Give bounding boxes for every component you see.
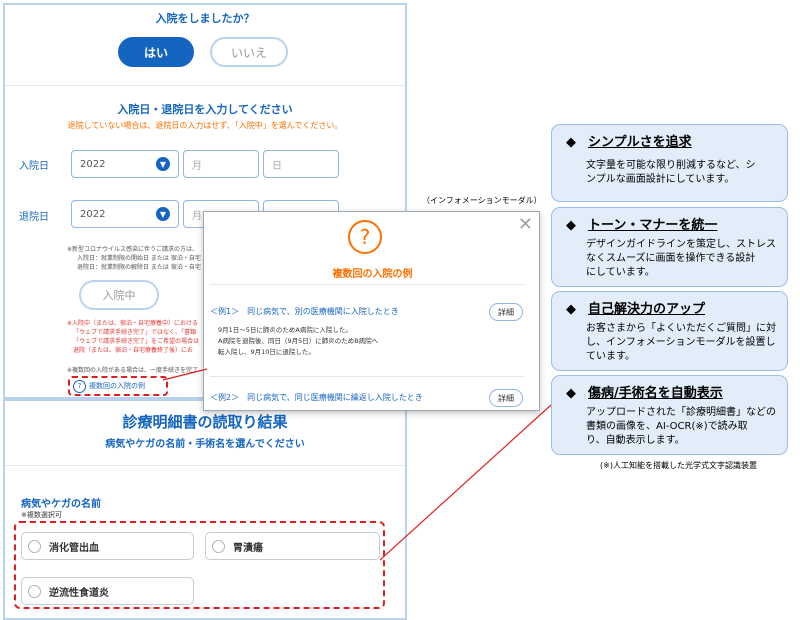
card-title-text: トーン・マナーを統一: [588, 218, 718, 233]
red-note-line4: 退院（または、宿泊・自宅療養終了後）にお: [73, 347, 194, 354]
diamond-icon: ◆: [566, 135, 576, 150]
card-body-line: にしています。: [586, 267, 655, 278]
option-label: 逆流性食道炎: [49, 587, 109, 599]
question-circle-icon: ?: [348, 220, 382, 254]
option-label: 胃潰瘍: [233, 542, 263, 554]
card-title: ◆ トーン・マナーを統一: [566, 214, 717, 233]
card-body-line: デザインガイドラインを策定し、ストレス: [586, 239, 776, 250]
multi-select-note: ※複数選択可: [21, 511, 62, 519]
red-note-line3: 「ウェブで請求手続き完了」をご希望の場合は: [73, 338, 200, 345]
card-title: ◆ シンプルさを追求: [566, 131, 692, 150]
receipt-subtitle: 病気やケガの名前・手術名を選んでください: [105, 439, 305, 450]
admission-day-input[interactable]: 日: [263, 150, 339, 178]
modal-caption: （インフォメーションモーダル）: [422, 196, 542, 205]
option-label: 消化管出血: [49, 542, 99, 554]
radio-icon: [28, 539, 41, 553]
radio-icon: [212, 539, 225, 553]
chevron-down-icon: ▼: [156, 157, 170, 171]
option-gastric-ulcer[interactable]: 胃潰瘍: [205, 532, 380, 560]
admission-question: 入院をしましたか？: [155, 12, 255, 25]
example1-body: 9月1日～5日に肺炎のためA病院に入院した。 A病院を退院後、同日（9月5日）に…: [218, 325, 378, 358]
example1-line1: 9月1日～5日に肺炎のためA病院に入院した。: [218, 326, 352, 334]
covid-note-line1: 入院日：就業制限の開始日 または 宿泊・自宅: [77, 255, 201, 262]
help-link-highlight: [68, 376, 168, 396]
card-body-line: り、自動表示します。: [586, 435, 685, 446]
covid-note-line2: 退院日：就業制限の解除日 または 宿泊・自宅: [77, 264, 201, 271]
modal-divider: [210, 284, 525, 285]
covid-note-title: ※新型コロナウイルス感染に伴うご請求の方は、: [67, 246, 199, 253]
card-body: お客さまから「よくいただくご質問」に対 し、インフォメーションモーダルを設置し …: [586, 322, 779, 364]
receipt-title: 診療明細書の読取り結果: [122, 413, 288, 431]
diamond-icon: ◆: [566, 218, 576, 233]
card-body: アップロードされた「診療明細書」などの 書類の画像を、AI-OCR(※)で読み取…: [586, 406, 779, 448]
receipt-connector-line: [379, 404, 552, 561]
admission-month-input[interactable]: 月: [183, 150, 259, 178]
option-reflux-esophagitis[interactable]: 逆流性食道炎: [21, 577, 194, 605]
info-modal: ✕ ? 複数回の入院の例 ＜例1＞ 同じ病気で、別の医療機関に入院したとき 詳細…: [203, 211, 540, 411]
red-note: ※入院中（または、宿泊・自宅療養中）における 「ウェブで請求手続き完了」ではなく…: [67, 319, 207, 355]
receipt-divider: [5, 465, 405, 466]
card-body-line: アップロードされた「診療明細書」などの: [586, 407, 776, 418]
example2-detail-button[interactable]: 詳細: [489, 389, 523, 407]
card-body-line: 書類の画像を、AI-OCR(※)で読み取: [586, 421, 748, 432]
example1-detail-button[interactable]: 詳細: [489, 303, 523, 321]
example1-line3: 転入院し、9月10日に退院した。: [218, 348, 315, 356]
admission-date-label: 入院日: [19, 161, 49, 172]
chevron-down-icon: ▼: [156, 207, 170, 221]
card-title: ◆ 傷病/手術名を自動表示: [566, 382, 723, 401]
dates-note: 退院していない場合は、退院日の入力はせず、「入院中」を選んでください。: [67, 121, 343, 130]
covid-note: ※新型コロナウイルス感染に伴うご請求の方は、 入院日：就業制限の開始日 または …: [67, 245, 207, 272]
card-body-line: し、インフォメーションモーダルを設置し: [586, 337, 776, 348]
modal-title: 複数回の入院の例: [332, 269, 413, 280]
diamond-icon: ◆: [566, 386, 576, 401]
section-divider: [5, 85, 405, 86]
multi-admission-note: ※複数回の入院がある場合は、一度手続きを完了: [67, 367, 199, 374]
feature-card-self-help: ◆ 自己解決力のアップ お客さまから「よくいただくご質問」に対 し、インフォメーシ…: [551, 291, 788, 371]
example1-title: ＜例1＞ 同じ病気で、別の医療機関に入院したとき: [210, 307, 399, 316]
footnote: (※)人工知能を搭載した光学式文字認識装置: [600, 461, 757, 470]
modal-divider-2: [210, 376, 525, 377]
radio-icon: [28, 584, 41, 598]
discharge-date-label: 退院日: [19, 212, 49, 223]
no-button[interactable]: いいえ: [210, 37, 288, 67]
example1-line2: A病院を退院後、同日（9月5日）に肺炎のためB病院へ: [218, 337, 379, 345]
card-body: 文字量を可能な限り削減するなど、シ ンプルな画面設計にしています。: [586, 159, 779, 187]
discharge-year-value: 2022: [80, 208, 106, 220]
modal-connector-line: [162, 368, 208, 381]
discharge-year-select[interactable]: 2022 ▼: [71, 200, 179, 228]
field-label: 病気やケガの名前: [21, 499, 101, 510]
multi-admission-help-link[interactable]: ? 複数回の入院の例: [73, 379, 145, 393]
card-body-line: ています。: [586, 351, 635, 362]
diamond-icon: ◆: [566, 302, 576, 317]
receipt-result-panel: 診療明細書の読取り結果 病気やケガの名前・手術名を選んでください 病気やケガの名…: [3, 399, 407, 620]
card-title-text: 自己解決力のアップ: [588, 302, 706, 317]
card-title: ◆ 自己解決力のアップ: [566, 298, 705, 317]
admission-year-value: 2022: [80, 158, 106, 170]
card-body-line: なくスムーズに画面を操作できる設計: [586, 253, 756, 264]
red-note-line1: ※入院中（または、宿泊・自宅療養中）における: [67, 320, 199, 327]
help-link-label: 複数回の入院の例: [89, 382, 145, 390]
in-hospital-button[interactable]: 入院中: [79, 280, 159, 310]
option-gastrointestinal-bleeding[interactable]: 消化管出血: [21, 532, 194, 560]
card-body-line: お客さまから「よくいただくご質問」に対: [586, 323, 776, 334]
admission-year-select[interactable]: 2022 ▼: [71, 150, 179, 178]
feature-card-auto-display: ◆ 傷病/手術名を自動表示 アップロードされた「診療明細書」などの 書類の画像を、…: [551, 375, 788, 455]
yes-button[interactable]: はい: [118, 37, 194, 67]
card-title-text: シンプルさを追求: [588, 135, 692, 150]
dates-heading: 入院日・退院日を入力してください: [117, 103, 293, 116]
card-body-line: ンプルな画面設計にしています。: [586, 174, 735, 185]
options-highlight: [14, 521, 385, 609]
question-circle-icon: ?: [73, 379, 86, 393]
red-note-line2: 「ウェブで請求手続き完了」ではなく、「書類: [73, 329, 197, 336]
card-body: デザインガイドラインを策定し、ストレス なくスムーズに画面を操作できる設計 にし…: [586, 238, 779, 280]
example2-title: ＜例2＞ 同じ病気で、同じ医療機関に繰返し入院したとき: [210, 393, 423, 402]
card-title-text: 傷病/手術名を自動表示: [588, 386, 723, 401]
close-icon[interactable]: ✕: [517, 214, 533, 235]
feature-card-simplicity: ◆ シンプルさを追求 文字量を可能な限り削減するなど、シ ンプルな画面設計にしてい…: [551, 124, 788, 202]
feature-card-tone: ◆ トーン・マナーを統一 デザインガイドラインを策定し、ストレス なくスムーズに画…: [551, 207, 788, 287]
card-body-line: 文字量を可能な限り削減するなど、シ: [586, 160, 756, 171]
